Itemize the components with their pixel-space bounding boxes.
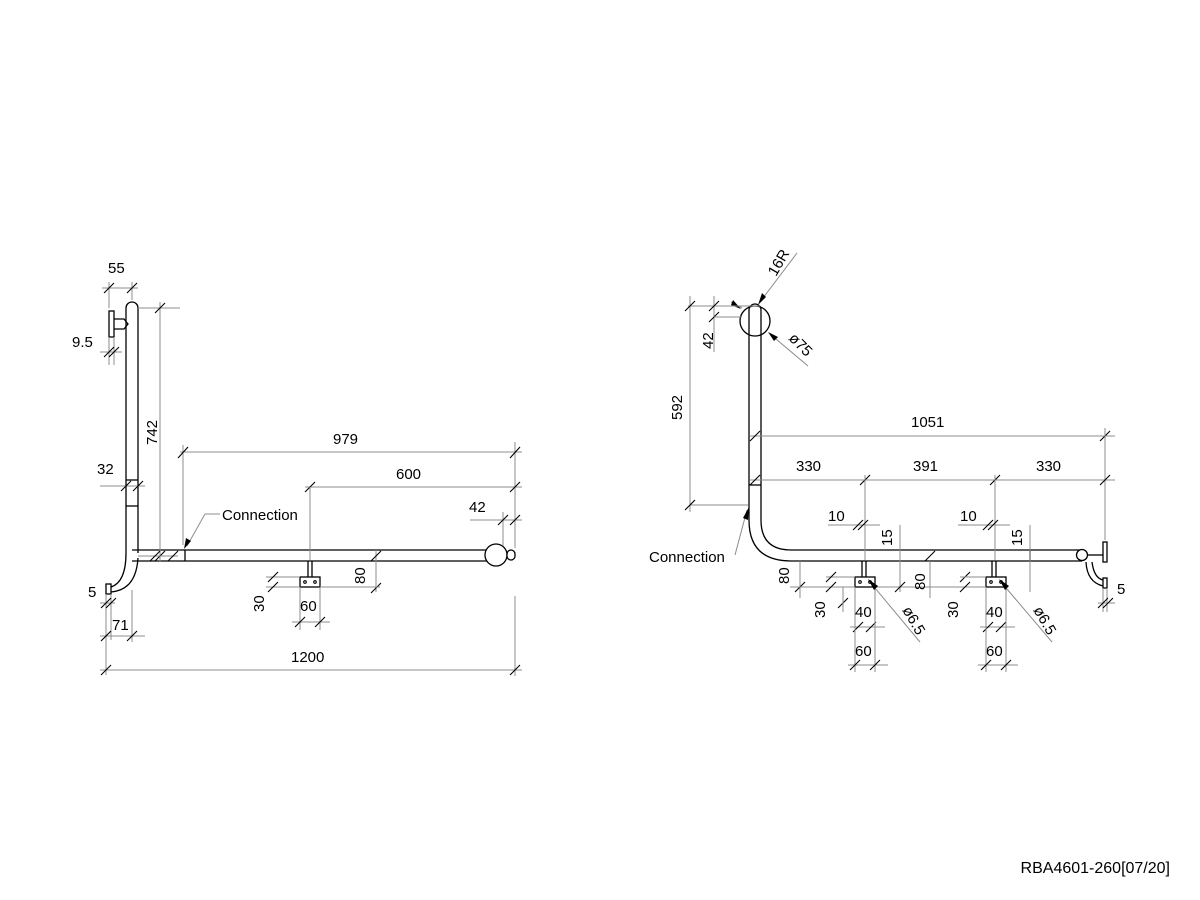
right-end-flange — [1075, 541, 1108, 589]
dim-75-diameter: ø75 — [785, 330, 815, 360]
dim-40-second: 40 — [986, 604, 1003, 621]
dim-60-right-second: 60 — [986, 643, 1003, 660]
dim-742: 742 — [144, 420, 161, 445]
left-grab-rail-drawing: 55 9.5 742 32 Connection 979 600 42 80 3… — [72, 260, 522, 676]
dim-9-5: 9.5 — [72, 334, 93, 351]
dim-55: 55 — [108, 260, 125, 277]
dim-40-first: 40 — [855, 604, 872, 621]
dim-330-first: 330 — [796, 458, 821, 475]
left-vertical-tube — [125, 301, 139, 553]
dim-330-second: 330 — [1036, 458, 1061, 475]
dim-80-right-first: 80 — [776, 567, 793, 584]
right-dimension-lines — [684, 252, 1115, 672]
dim-30-right-second: 30 — [945, 601, 962, 618]
left-dimension-lines — [100, 282, 522, 676]
dim-10-first: 10 — [828, 508, 845, 525]
dim-42-left: 42 — [469, 499, 486, 516]
right-support-bracket-2 — [985, 561, 1007, 588]
left-top-flange — [108, 310, 129, 338]
dim-391: 391 — [913, 458, 938, 475]
dim-6-5-first: ø6.5 — [899, 604, 929, 638]
connection-label-right: Connection — [649, 549, 725, 566]
dim-71: 71 — [112, 617, 129, 634]
dim-1051: 1051 — [911, 414, 944, 431]
dim-15-first: 15 — [879, 529, 896, 546]
dim-42-right: 42 — [700, 332, 717, 349]
dim-80-right-second: 80 — [912, 573, 929, 590]
dim-5-right: 5 — [1117, 581, 1125, 598]
left-dimension-labels: 55 9.5 742 32 Connection 979 600 42 80 3… — [72, 260, 486, 666]
right-dimension-labels: 16R 42 ø75 592 1051 330 391 330 10 15 10… — [649, 247, 1125, 660]
dim-60-right-first: 60 — [855, 643, 872, 660]
dim-80-left: 80 — [352, 567, 369, 584]
dim-30-left: 30 — [251, 595, 268, 612]
dim-30-right-first: 30 — [812, 601, 829, 618]
left-bottom-bend — [105, 552, 139, 595]
dim-15-second: 15 — [1009, 529, 1026, 546]
dim-32: 32 — [97, 461, 114, 478]
dim-10-second: 10 — [960, 508, 977, 525]
dim-5-left: 5 — [88, 584, 96, 601]
left-horizontal-tube — [132, 543, 516, 567]
reference-code: RBA4601-260[07/20] — [1020, 860, 1170, 877]
right-grab-rail-drawing: 16R 42 ø75 592 1051 330 391 330 10 15 10… — [649, 247, 1125, 672]
dim-592: 592 — [669, 395, 686, 420]
dim-600: 600 — [396, 466, 421, 483]
right-top-flange — [739, 305, 771, 337]
dim-1200: 1200 — [291, 649, 324, 666]
left-support-bracket — [299, 561, 321, 588]
dim-979: 979 — [333, 431, 358, 448]
dim-60-left: 60 — [300, 598, 317, 615]
connection-label-left: Connection — [222, 507, 298, 524]
